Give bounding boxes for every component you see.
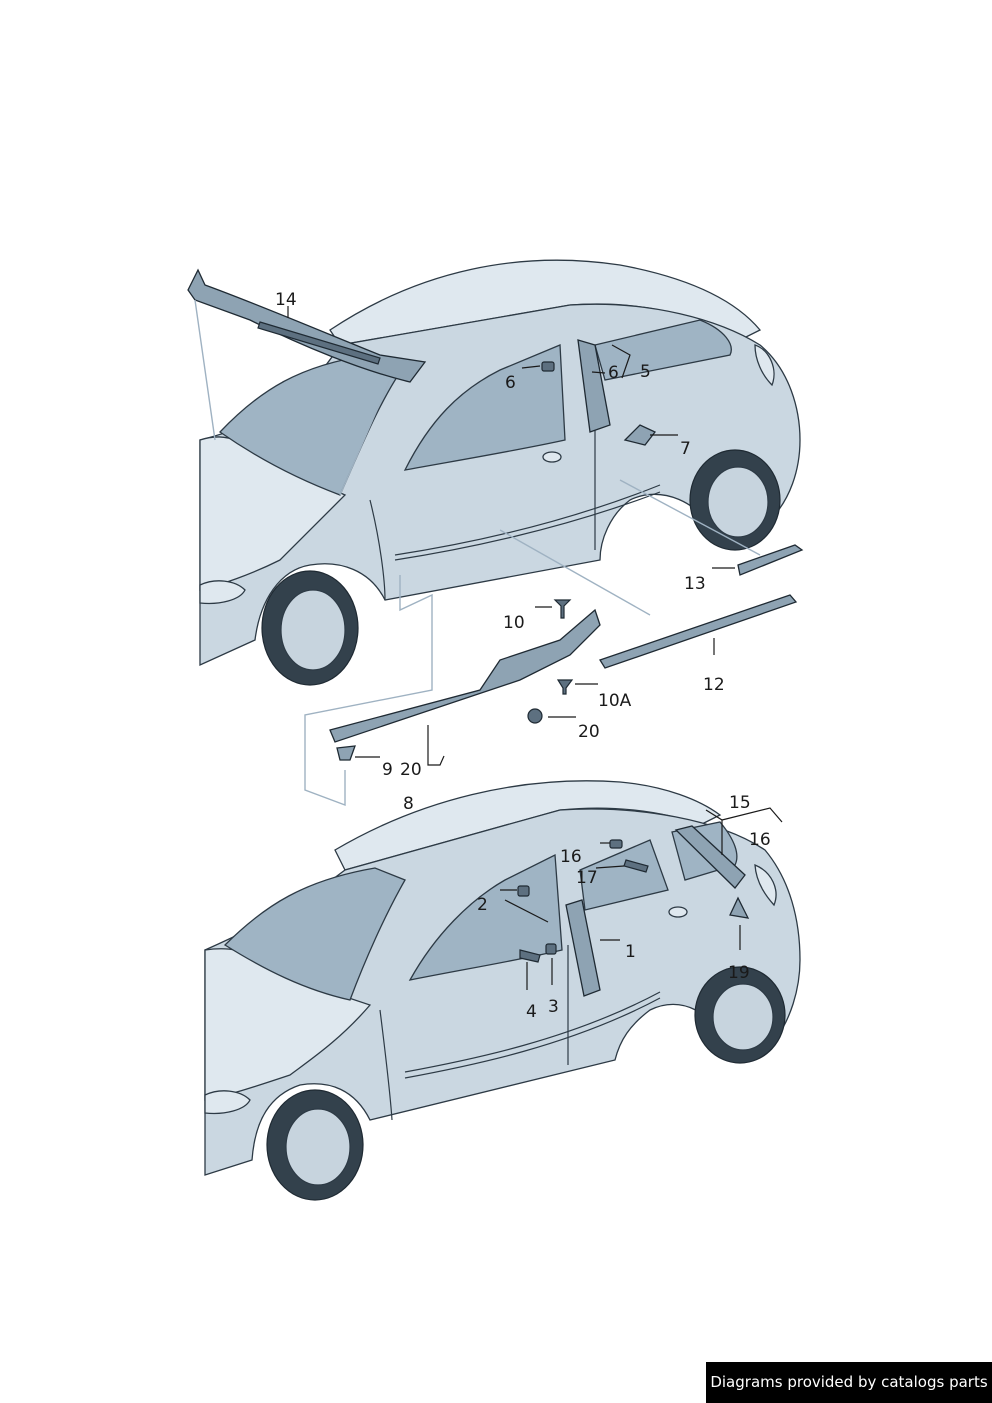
callout-15: 15 [729, 793, 751, 813]
callout-13: 13 [684, 574, 706, 594]
part-10a-clip [556, 679, 574, 695]
callout-20-left: 20 [400, 760, 422, 780]
leader-lines [287, 306, 783, 990]
part-19-cap [729, 896, 750, 919]
part-17-screw [623, 859, 649, 873]
parts-group [187, 268, 804, 997]
callout-3: 3 [548, 997, 559, 1017]
part-7-bracket [623, 424, 657, 446]
part-1-pillar-trim [565, 899, 601, 997]
part-12-moulding [599, 594, 798, 669]
callout-19: 19 [728, 963, 750, 983]
part-3-clip [545, 943, 557, 955]
top-car-illustration [199, 259, 801, 686]
callout-2: 2 [477, 895, 488, 915]
part-20-nut [527, 708, 543, 724]
callout-9: 9 [382, 760, 393, 780]
callout-17: 17 [576, 868, 598, 888]
part-2-clip [517, 885, 530, 897]
part-15-rear-trim [674, 825, 746, 889]
watermark-banner: Diagrams provided by catalogs parts [706, 1362, 992, 1403]
guide-lines [194, 299, 761, 807]
callout-10: 10 [503, 613, 525, 633]
callout-8: 8 [403, 794, 414, 814]
callout-16-left: 16 [560, 847, 582, 867]
callout-20-right: 20 [578, 722, 600, 742]
callout-14: 14 [275, 290, 297, 310]
part-4-screw [519, 949, 541, 963]
callout-1: 1 [625, 942, 636, 962]
part-6-clip [541, 361, 555, 372]
part-9-clip [336, 745, 356, 761]
callout-5: 5 [640, 362, 651, 382]
callout-10a: 10A [598, 691, 632, 711]
callout-6-top-right: 6 [608, 363, 619, 383]
part-5-pillar-trim [577, 339, 611, 433]
callout-labels: 14 6 6 5 7 13 10 12 10A 20 9 20 8 15 16 … [275, 290, 771, 1022]
part-13-moulding [737, 544, 804, 576]
callout-4: 4 [526, 1002, 537, 1022]
callout-12: 12 [703, 675, 725, 695]
callout-6-top: 6 [505, 373, 516, 393]
callout-16-right: 16 [749, 830, 771, 850]
part-8-sill-trim [329, 608, 601, 743]
part-16-clip [609, 839, 623, 849]
callout-7: 7 [680, 439, 691, 459]
part-10-screw [553, 599, 572, 619]
